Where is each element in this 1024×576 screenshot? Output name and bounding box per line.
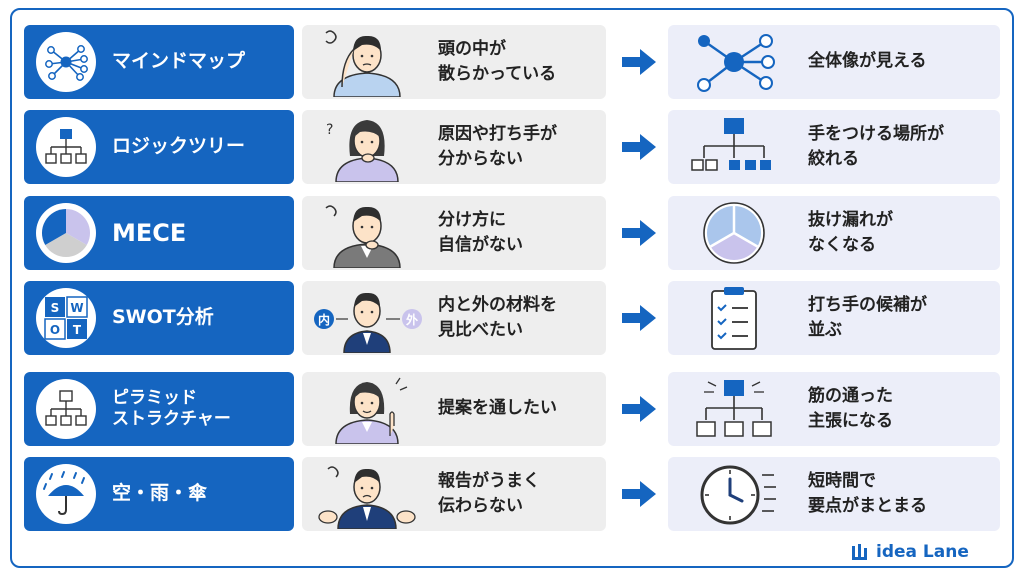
problem-card: 報告がうまく 伝わらない bbox=[302, 457, 606, 531]
problem-card: 提案を通したい bbox=[302, 372, 606, 446]
method-name: SWOT分析 bbox=[112, 306, 214, 329]
problem-text: 報告がうまく 伝わらない bbox=[438, 470, 540, 517]
brand-logo: idea Lane bbox=[850, 542, 969, 562]
arrow-right-icon bbox=[622, 220, 656, 246]
result-text: 筋の通った 主張になる bbox=[808, 385, 893, 432]
pie-chart-icon bbox=[36, 203, 96, 263]
arrow-right-icon bbox=[622, 481, 656, 507]
pyramid-structure-icon bbox=[696, 380, 772, 437]
result-text: 手をつける場所が 絞れる bbox=[808, 123, 944, 170]
problem-text: 提案を通したい bbox=[438, 398, 557, 419]
swot-grid-icon: S W O T bbox=[36, 288, 96, 348]
idea-lane-logo-icon bbox=[852, 544, 867, 560]
result-card: 短時間で 要点がまとまる bbox=[668, 457, 1000, 531]
method-card-swot: S W O T SWOT分析 bbox=[24, 281, 294, 355]
pyramid-structure-icon bbox=[36, 379, 96, 439]
row-logic-tree: ロジックツリー ? 原因や打ち手が 分からない 手をつける場所が 絞れる bbox=[24, 110, 1000, 184]
checklist-icon bbox=[711, 287, 757, 350]
row-pyramid: ピラミッド ストラクチャー 提案を通したい 筋の通った 主張になる bbox=[24, 372, 1000, 446]
result-text: 打ち手の候補が 並ぶ bbox=[808, 294, 927, 341]
swot-o-label: O bbox=[50, 323, 60, 337]
network-icon bbox=[697, 34, 775, 92]
problem-card: 内 外 内と外の材料を 見比べたい bbox=[302, 281, 606, 355]
problem-card: 頭の中が 散らかっている bbox=[302, 25, 606, 99]
row-swot: S W O T SWOT分析 内 外 内と外の材料を 見比べたい bbox=[24, 281, 1000, 355]
problem-text: 頭の中が 散らかっている bbox=[438, 38, 557, 85]
result-card: 筋の通った 主張になる bbox=[668, 372, 1000, 446]
outer-label: 外 bbox=[406, 312, 418, 327]
pie-chart-icon bbox=[703, 202, 765, 264]
clock-icon bbox=[700, 465, 776, 525]
proposing-woman-illustration bbox=[335, 377, 408, 444]
method-name: ロジックツリー bbox=[112, 135, 246, 158]
inner-label: 内 bbox=[318, 312, 330, 327]
row-sora-ame-kasa: 空・雨・傘 報告がうまく 伝わらない 短時間で 要点がまとまる bbox=[24, 457, 1000, 531]
method-card-logic-tree: ロジックツリー bbox=[24, 110, 294, 184]
arrow-right-icon bbox=[622, 396, 656, 422]
method-name: 空・雨・傘 bbox=[112, 482, 208, 505]
umbrella-rain-icon bbox=[36, 464, 96, 524]
result-text: 全体像が見える bbox=[808, 51, 927, 72]
tree-diagram-icon bbox=[691, 118, 771, 171]
swot-w-label: W bbox=[70, 301, 83, 315]
confused-man-illustration bbox=[325, 30, 401, 97]
problem-text: 内と外の材料を 見比べたい bbox=[438, 294, 557, 341]
arrow-right-icon bbox=[622, 49, 656, 75]
method-name: マインドマップ bbox=[112, 50, 246, 73]
method-card-mece: MECE bbox=[24, 196, 294, 270]
brand-name: idea Lane bbox=[876, 542, 969, 562]
arrow-right-icon bbox=[622, 305, 656, 331]
unsure-man-illustration bbox=[325, 205, 401, 268]
problem-text: 原因や打ち手が 分からない bbox=[438, 123, 557, 170]
problem-card: ? 原因や打ち手が 分からない bbox=[302, 110, 606, 184]
arrow-right-icon bbox=[622, 134, 656, 160]
method-card-sora-ame-kasa: 空・雨・傘 bbox=[24, 457, 294, 531]
row-mind-map: マインドマップ 頭の中が 散らかっている 全体像が見える bbox=[24, 25, 1000, 99]
tree-diagram-icon bbox=[36, 117, 96, 177]
method-name: ピラミッド ストラクチャー bbox=[112, 387, 231, 429]
mind-map-icon bbox=[36, 32, 96, 92]
swot-t-label: T bbox=[73, 323, 82, 337]
comparing-man-illustration: 内 外 bbox=[314, 292, 422, 353]
svg-text:?: ? bbox=[326, 122, 333, 138]
method-card-pyramid: ピラミッド ストラクチャー bbox=[24, 372, 294, 446]
troubled-man-illustration bbox=[318, 466, 416, 529]
method-name: MECE bbox=[112, 219, 187, 247]
problem-card: 分け方に 自信がない bbox=[302, 196, 606, 270]
result-card: 抜け漏れが なくなる bbox=[668, 196, 1000, 270]
thinking-woman-illustration: ? bbox=[326, 120, 399, 182]
row-mece: MECE 分け方に 自信がない 抜け漏れが なくなる bbox=[24, 196, 1000, 270]
method-card-mind-map: マインドマップ bbox=[24, 25, 294, 99]
result-text: 抜け漏れが なくなる bbox=[808, 209, 893, 256]
result-card: 全体像が見える bbox=[668, 25, 1000, 99]
swot-s-label: S bbox=[51, 301, 60, 315]
result-card: 手をつける場所が 絞れる bbox=[668, 110, 1000, 184]
problem-text: 分け方に 自信がない bbox=[438, 209, 523, 256]
result-text: 短時間で 要点がまとまる bbox=[808, 470, 927, 517]
result-card: 打ち手の候補が 並ぶ bbox=[668, 281, 1000, 355]
